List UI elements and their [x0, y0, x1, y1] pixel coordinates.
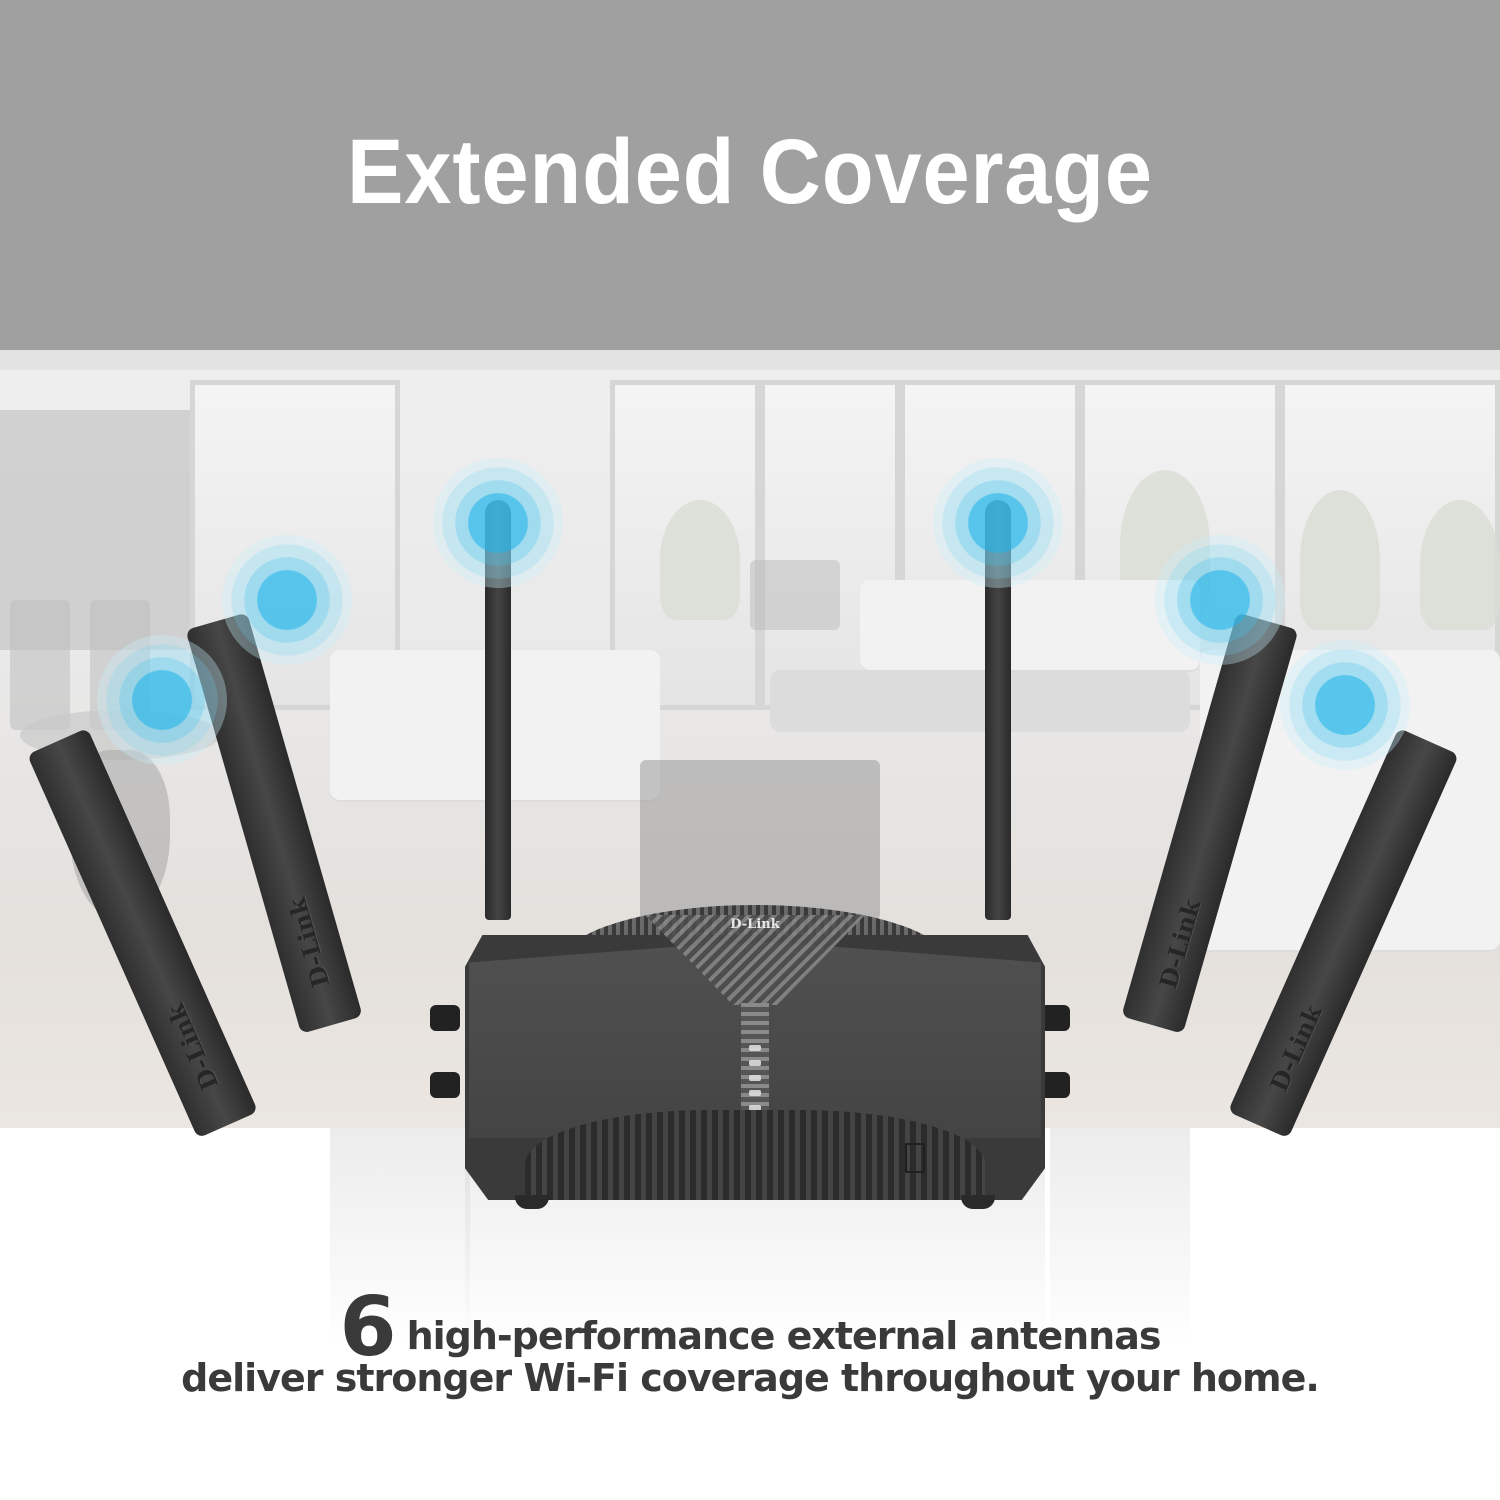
usb-led-icon — [749, 1105, 761, 1111]
power-led-icon — [749, 1045, 761, 1051]
router-foot — [515, 1195, 549, 1209]
antenna-brand-text: D-Link — [1153, 896, 1207, 992]
feature-caption-line2: deliver stronger Wi-Fi coverage througho… — [181, 1356, 1320, 1400]
antenna-reflection — [1050, 1128, 1190, 1348]
antenna-hinge — [430, 1005, 460, 1031]
signal-glow-icon — [222, 535, 352, 665]
caption-text: high-performance external antennas — [406, 1314, 1162, 1358]
signal-glow-icon — [433, 458, 563, 588]
wifi-24-led-icon — [749, 1075, 761, 1081]
antenna-count: 6 — [339, 1280, 397, 1375]
coffee-table — [770, 670, 1190, 730]
antenna-brand-text: D-Link — [282, 894, 336, 991]
wps-button — [905, 1143, 925, 1173]
signal-glow-icon — [1280, 640, 1410, 770]
router-front-vent — [525, 1110, 985, 1200]
plant — [1300, 490, 1380, 630]
router-logo: D-Link — [730, 917, 780, 932]
dining-chair — [10, 600, 70, 730]
router-foot — [961, 1195, 995, 1209]
signal-glow-icon — [933, 458, 1063, 588]
signal-glow-icon — [97, 635, 227, 765]
bar-stool — [750, 560, 840, 630]
signal-glow-icon — [1155, 535, 1285, 665]
ceiling — [0, 350, 1500, 370]
header-banner: Extended Coverage — [0, 0, 1500, 350]
antenna-hinge — [1040, 1072, 1070, 1098]
wifi-5-led-icon — [749, 1090, 761, 1096]
plant — [660, 500, 740, 620]
antenna-hinge — [1040, 1005, 1070, 1031]
headline: Extended Coverage — [347, 120, 1153, 223]
internet-led-icon — [749, 1060, 761, 1066]
antenna-reflection — [330, 1128, 470, 1348]
plant — [1420, 500, 1500, 630]
router: D-Link — [465, 905, 1045, 1210]
antenna-hinge — [430, 1072, 460, 1098]
armchair — [640, 760, 880, 920]
sofa — [860, 580, 1200, 670]
